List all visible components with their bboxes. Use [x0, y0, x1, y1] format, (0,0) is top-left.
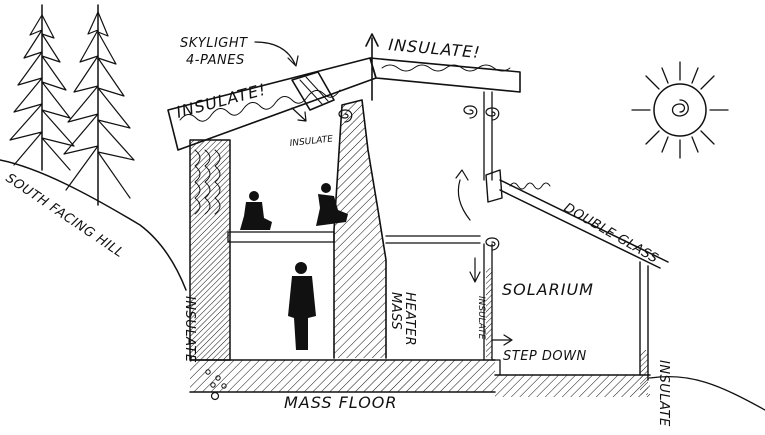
skylight-label: SKYLIGHT [180, 36, 248, 51]
insulate-divider-label: INSULATE [476, 296, 486, 340]
ground-line-right [649, 375, 765, 411]
gravel-footing [205, 369, 227, 401]
insulate-right-wall-label: INSULATE [656, 360, 671, 427]
tree-icon [63, 4, 135, 206]
mass-floor-slab [190, 360, 495, 392]
airflow-arrow-icon [469, 257, 481, 283]
double-glass [499, 179, 669, 269]
skylight [291, 71, 335, 111]
airflow-arrow-icon [455, 169, 469, 181]
south-facing-hill-label: SOUTH FACING HILL [3, 171, 127, 261]
roof-right [369, 57, 521, 93]
left-wall [190, 140, 230, 360]
airflow-arrow-icon [291, 107, 307, 122]
airflow-arrow-icon [457, 179, 471, 221]
insulate-inner-roof-label: INSULATE [289, 134, 334, 149]
person-icon [288, 262, 316, 350]
right-wall-insulated [640, 350, 648, 395]
solarium-floor-slab [495, 375, 650, 397]
mass-heater-label-2: HEATER [402, 292, 417, 346]
double-glass-label: DOUBLE GLASS [561, 200, 661, 266]
solarium-divider-wall [483, 243, 493, 361]
airflow-swirl-icon [485, 107, 500, 121]
mass-heater [333, 99, 387, 359]
skylight-panes-label: 4-PANES [186, 53, 245, 68]
mass-heater-label-1: MASS [388, 292, 403, 330]
mass-floor-label: MASS FLOOR [284, 393, 398, 412]
wall-insulation-batts [194, 149, 221, 215]
step-down-edge [491, 359, 501, 376]
airflow-arrow-icon [491, 334, 513, 346]
airflow-swirl-icon [485, 237, 500, 251]
flue-arrow-icon [365, 33, 379, 101]
step-down-label: STEP DOWN [503, 349, 587, 364]
airflow-swirl-icon [338, 109, 353, 123]
tree-icon [9, 4, 75, 171]
hillside-line [0, 159, 187, 291]
solarium-label: SOLARIUM [502, 280, 594, 299]
loft-floor [227, 231, 481, 244]
sun-icon [631, 61, 729, 159]
skylight-callout-arrow [254, 41, 299, 67]
insulate-left-wall-label: INSULATE [182, 296, 197, 363]
solarium-header-beam [485, 169, 503, 203]
person-icon [316, 183, 348, 226]
insulate-roof-right-label: INSULATE! [388, 35, 482, 62]
airflow-swirl-icon [463, 105, 478, 119]
person-icon [240, 191, 272, 230]
insulate-roof-left-label: INSULATE! [174, 80, 268, 122]
